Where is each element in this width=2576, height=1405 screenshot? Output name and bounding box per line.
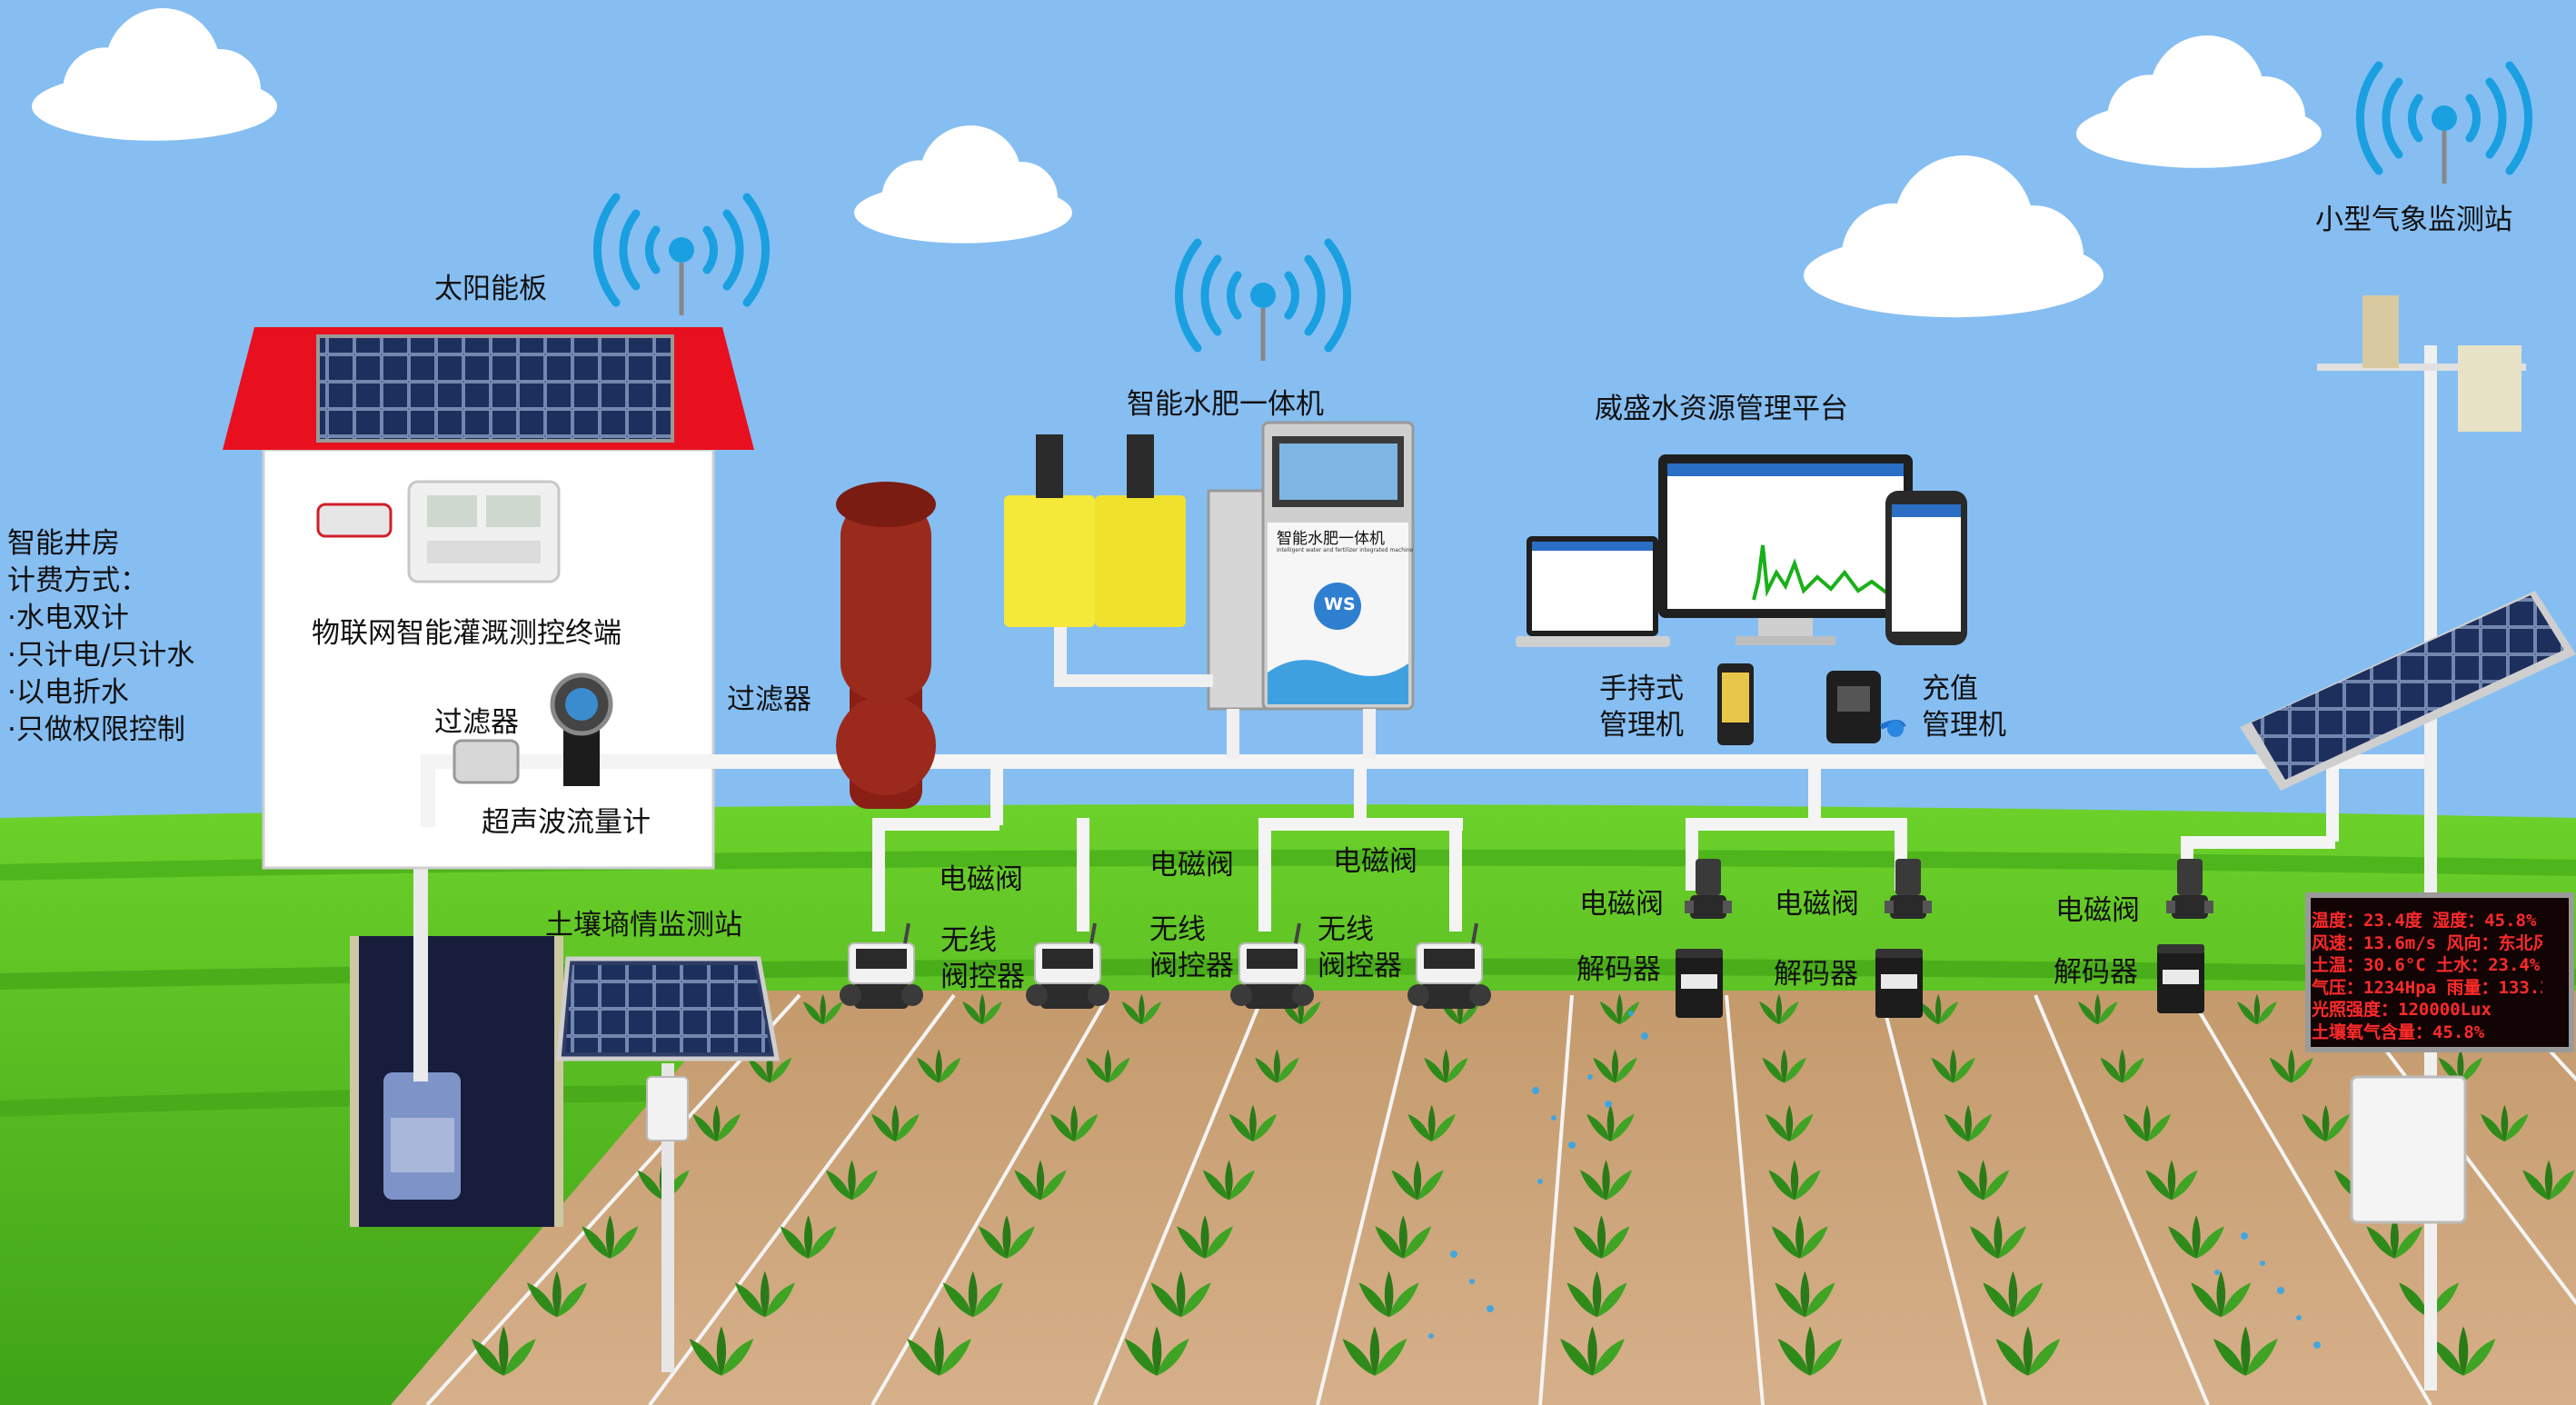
- led-row: 土温：30.6°C 土水：23.4%: [2312, 955, 2541, 975]
- label-solar-panel: 太阳能板: [434, 273, 547, 305]
- label-wireless-1: 无线 阀控器: [940, 924, 1025, 993]
- label-fertigation-machine: 智能水肥一体机: [1127, 388, 1324, 421]
- drip-line: [2497, 993, 2576, 1082]
- label-decoder-2: 解码器: [1774, 958, 1858, 991]
- sand-filter: [836, 482, 936, 809]
- billing-item: ·只计电/只计水: [7, 639, 195, 672]
- label-filter-large: 过滤器: [727, 683, 811, 716]
- drip-line: [1093, 994, 1265, 1405]
- label-solenoid-6: 电磁阀: [2055, 894, 2140, 927]
- label-platform: 威盛水资源管理平台: [1595, 393, 1848, 425]
- drip-line: [648, 993, 956, 1405]
- drip-line: [2342, 993, 2576, 1306]
- led-row: 气压：1234Hpa 雨量：133.3m: [2312, 977, 2542, 998]
- machine-panel-title: 智能水肥一体机: [1277, 530, 1385, 548]
- led-row: 土壤氧气含量：45.8%: [2312, 1021, 2485, 1042]
- label-wireless-2: 无线 阀控器: [1149, 913, 1234, 982]
- drip-line: [1879, 994, 1987, 1405]
- drip-line: [1538, 994, 1574, 1405]
- crop-rows: [425, 993, 2576, 1405]
- billing-item: ·只做权限控制: [7, 713, 185, 746]
- label-solenoid-4: 电磁阀: [1579, 888, 1664, 921]
- drip-line: [1316, 994, 1419, 1405]
- machine-logo: WS: [1324, 594, 1356, 614]
- label-filter-small: 过滤器: [434, 706, 519, 739]
- machine-panel-subtitle: Intelligent water and fertilizer integra…: [1277, 547, 1414, 553]
- label-recharge: 充值 管理机: [1922, 673, 2006, 742]
- led-row: 温度：23.4度 湿度：45.8%: [2312, 911, 2537, 931]
- label-solenoid-1: 电磁阀: [939, 863, 1023, 896]
- billing-title: 计费方式：: [7, 564, 148, 597]
- label-decoder-3: 解码器: [2054, 956, 2138, 989]
- billing-item: ·以电折水: [7, 676, 129, 709]
- label-solenoid-5: 电磁阀: [1775, 888, 1859, 921]
- drip-line: [425, 993, 801, 1405]
- led-display: 温度：23.4度 湿度：45.8% 风速：13.6m/s 风向：东北风 土温：3…: [2304, 904, 2550, 1042]
- label-iot-terminal: 物联网智能灌溉测控终端: [312, 617, 622, 650]
- drip-line: [870, 994, 1110, 1405]
- billing-item: ·水电双计: [7, 602, 129, 634]
- well-house-billing: 智能井房 计费方式： ·水电双计 ·只计电/只计水 ·以电折水 ·只做权限控制: [7, 525, 194, 749]
- drip-line: [1725, 994, 1765, 1405]
- drip-line: [2188, 993, 2432, 1405]
- label-weather-station: 小型气象监测站: [2315, 204, 2512, 236]
- label-decoder-1: 解码器: [1576, 953, 1661, 986]
- label-soil-station: 土壤墒情监测站: [545, 909, 742, 942]
- well-house-title: 智能井房: [7, 527, 120, 560]
- label-solenoid-3: 电磁阀: [1333, 845, 1417, 878]
- led-row: 光照强度：120000Lux: [2312, 1000, 2491, 1020]
- water-drop-icon: [1428, 1011, 2321, 1349]
- label-wireless-3: 无线 阀控器: [1318, 913, 1402, 982]
- drip-line: [2034, 994, 2210, 1405]
- led-row: 风速：13.6m/s 风向：东北风: [2312, 932, 2542, 953]
- label-solenoid-2: 电磁阀: [1149, 849, 1234, 882]
- label-ultrasonic-flowmeter: 超声波流量计: [482, 806, 651, 839]
- label-handheld: 手持式 管理机: [1599, 673, 1684, 742]
